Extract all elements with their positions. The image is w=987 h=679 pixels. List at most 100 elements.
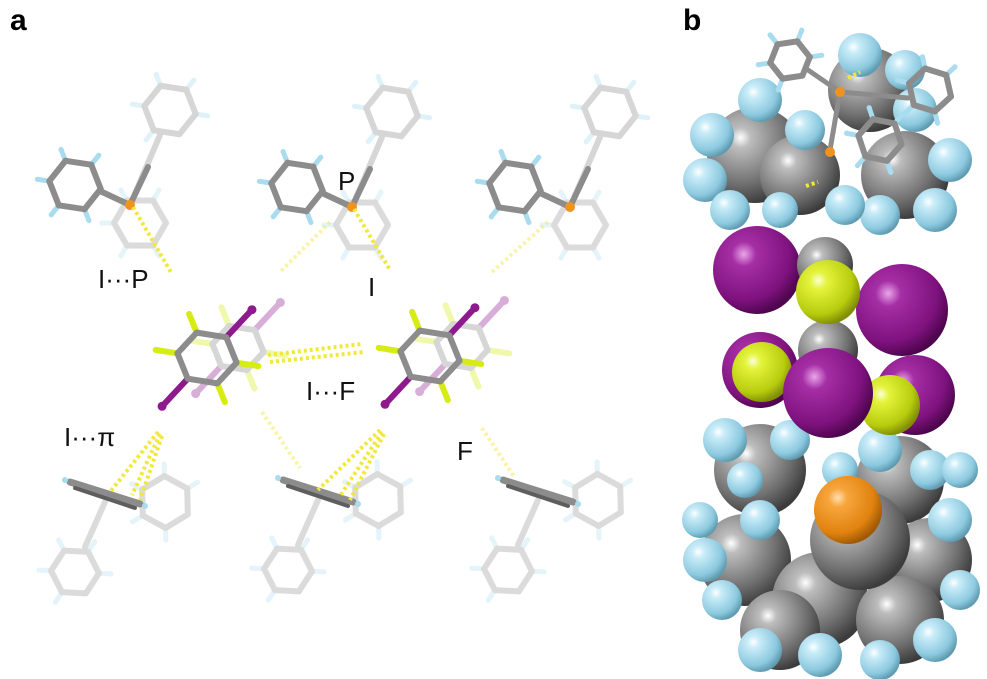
covalent-bond xyxy=(411,335,440,345)
iodine-atom xyxy=(275,297,285,307)
hydrogen-atom xyxy=(596,535,602,541)
hydrogen-atom xyxy=(541,569,547,575)
fluorine-atom xyxy=(186,311,193,318)
covalent-bond xyxy=(343,511,359,523)
hydrogen-sphere xyxy=(838,33,882,77)
covalent-bond xyxy=(595,509,624,529)
covalent-bond xyxy=(352,510,382,529)
hydrogen-atom xyxy=(305,537,311,543)
covalent-bond xyxy=(905,80,917,108)
hydrogen-atom xyxy=(161,461,167,467)
phenyl-ring-front xyxy=(256,149,355,225)
hydrogen-sphere xyxy=(770,420,810,460)
halogen-bond-contact xyxy=(130,433,162,496)
hydrogen-atom xyxy=(376,535,382,541)
phenyl-rings-faded xyxy=(36,461,201,605)
hydrogen-atom xyxy=(280,149,286,155)
covalent-bond xyxy=(590,129,623,140)
hydrogen-sphere xyxy=(928,138,972,182)
covalent-bond xyxy=(502,159,535,170)
covalent-bond xyxy=(159,375,191,410)
covalent-bond xyxy=(372,129,405,140)
halogen-bond-contact xyxy=(490,220,550,274)
fluorine-atom xyxy=(251,385,258,392)
hydrogen-atom xyxy=(899,111,906,118)
covalent-bond xyxy=(261,565,278,594)
hydrogen-atom xyxy=(108,571,114,577)
covalent-bond xyxy=(491,587,522,595)
hydrogen-atom xyxy=(767,32,773,38)
hydrogen-atom xyxy=(539,222,545,228)
covalent-bond xyxy=(184,479,200,491)
hydrogen-sphere xyxy=(682,502,718,538)
hydrogen-atom xyxy=(525,537,531,543)
covalent-bond xyxy=(416,327,453,339)
phosphine-cluster-lower xyxy=(682,418,980,679)
phenyl-rings-faded xyxy=(249,459,414,603)
hydrogen-atom xyxy=(374,459,380,465)
diiodotetrafluorobenzene xyxy=(152,305,262,411)
covalent-bond xyxy=(363,105,379,136)
covalent-bond xyxy=(58,589,89,597)
covalent-bond xyxy=(572,510,602,529)
hydrogen-atom xyxy=(413,79,419,85)
hydrogen-atom xyxy=(321,569,327,575)
hydrogen-atom xyxy=(99,220,105,226)
covalent-bond xyxy=(397,477,413,489)
covalent-bond xyxy=(143,127,157,143)
hydrogen-atom xyxy=(952,64,958,70)
covalent-bond xyxy=(943,72,955,100)
covalent-bond xyxy=(150,243,162,259)
hydrogen-atom xyxy=(755,62,761,68)
covalent-bond xyxy=(193,111,211,119)
covalent-bond xyxy=(52,589,65,605)
hydrogen-atom xyxy=(194,479,201,485)
label-iodine-fluorine-contact: I···F xyxy=(306,376,356,406)
covalent-bond xyxy=(397,348,414,380)
hydrogen-atom xyxy=(495,475,501,481)
covalent-bond xyxy=(141,82,164,110)
covalent-bond xyxy=(129,101,147,109)
covalent-bond xyxy=(73,486,137,510)
diiodotetrafluorobenzene xyxy=(411,295,513,397)
covalent-bond xyxy=(127,164,151,208)
covalent-bond xyxy=(309,568,327,575)
hydrogen-atom xyxy=(866,105,872,111)
fluorine-atom xyxy=(478,361,485,368)
hydrogen-sphere xyxy=(738,78,782,122)
fluorine-atom xyxy=(442,302,449,309)
hydrogen-atom xyxy=(142,503,148,509)
halogen-bond-contact xyxy=(269,350,365,364)
covalent-bond xyxy=(617,483,624,516)
covalent-bond xyxy=(779,72,806,82)
covalent-bond xyxy=(82,499,108,550)
hydrogen-atom xyxy=(204,113,211,119)
covalent-bond xyxy=(590,199,609,228)
covalent-bond xyxy=(66,478,144,508)
hydrogen-atom xyxy=(265,597,271,603)
covalent-bond xyxy=(593,74,604,91)
covalent-bond xyxy=(481,565,498,594)
hydrogen-atom xyxy=(62,477,68,483)
covalent-bond xyxy=(88,161,104,192)
hydrogen-atom xyxy=(269,535,275,541)
diiodotetrafluorobenzene xyxy=(375,303,485,409)
label-iodine-pi-contact: I···π xyxy=(64,422,116,452)
hydrogen-atom xyxy=(596,189,602,195)
hydrogen-sphere xyxy=(785,110,825,150)
hydrogen-sphere xyxy=(860,195,900,235)
halogen-bond-contact xyxy=(138,435,164,501)
hydrogen-atom xyxy=(308,219,314,225)
phenyl-ring-front xyxy=(474,149,573,225)
covalent-bond xyxy=(581,105,597,136)
covalent-bond xyxy=(563,511,579,523)
covalent-bond xyxy=(623,79,637,95)
covalent-bond xyxy=(922,65,950,79)
fluorine-atom xyxy=(444,396,451,403)
hydrogen-atom xyxy=(489,535,495,541)
covalent-bond xyxy=(855,132,869,160)
covalent-bond xyxy=(268,180,284,211)
iodine-atom xyxy=(157,401,167,411)
hydrogen-atom xyxy=(575,501,581,507)
